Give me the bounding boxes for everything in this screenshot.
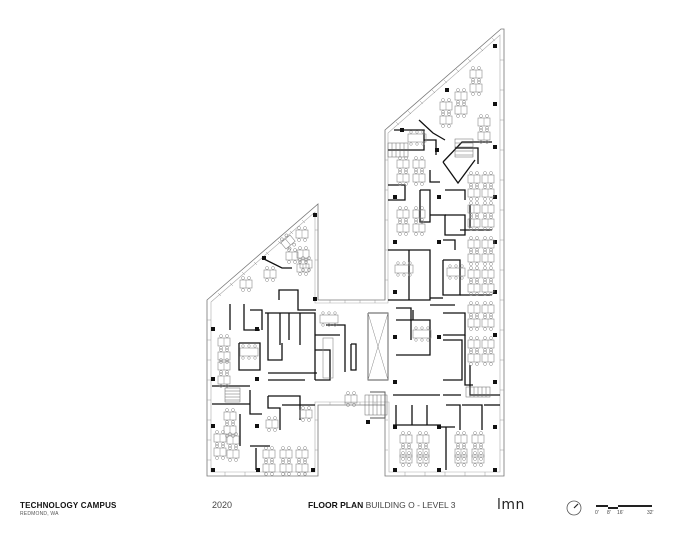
scale-tick-8: 8'	[607, 510, 611, 516]
structural-columns	[211, 44, 497, 472]
plan-title-rest: BUILDING O - LEVEL 3	[363, 500, 456, 510]
side-mullions	[207, 59, 504, 476]
project-title: TECHNOLOGY CAMPUS	[20, 501, 117, 510]
scale-tick-32: 32'	[647, 510, 654, 516]
north-arrow-icon	[566, 500, 582, 516]
scale-tick-0: 0'	[595, 510, 599, 516]
interior-walls	[212, 119, 500, 470]
project-year: 2020	[212, 500, 233, 510]
glazing-mullions	[217, 37, 496, 297]
scale-bar: 0' 8' 16' 32'	[595, 500, 657, 520]
scale-tick-16: 16'	[617, 510, 624, 516]
project-location: REDMOND, WA	[20, 511, 59, 517]
floor-plan-drawing	[206, 28, 505, 477]
stairs	[224, 138, 491, 416]
firm-logo: lmn	[497, 497, 525, 513]
plan-title-bold: FLOOR PLAN	[308, 500, 364, 510]
scale-bar-graphic	[596, 505, 652, 509]
furniture-right-wing	[394, 67, 494, 467]
furniture-left-wing	[214, 226, 358, 476]
plan-title: FLOOR PLAN BUILDING O - LEVEL 3	[308, 500, 456, 510]
